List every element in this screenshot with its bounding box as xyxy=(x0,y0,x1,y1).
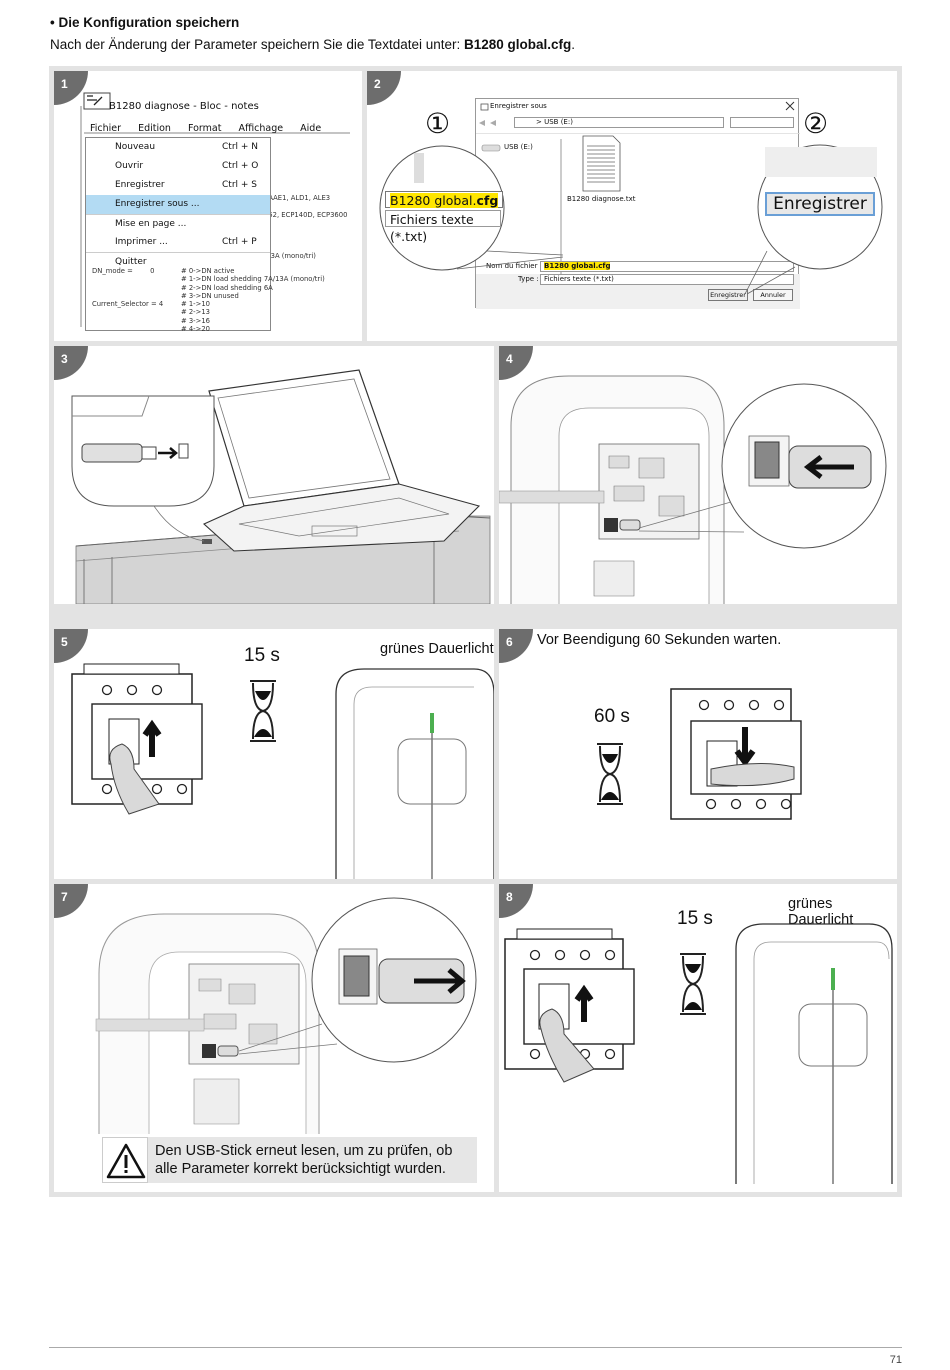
page-number: 71 xyxy=(889,1354,902,1366)
led-status-text: grünes Dauerlicht xyxy=(380,641,494,657)
zoom-save-button: Enregistrer xyxy=(765,192,875,216)
laptop-usb-illustration xyxy=(71,369,491,604)
wait-time: 60 s xyxy=(594,706,630,727)
wait-instruction: Vor Beendigung 60 Sekunden warten. xyxy=(537,632,782,648)
menu-item-quit[interactable]: Quitter xyxy=(86,252,270,271)
step-badge: 1 xyxy=(54,71,88,105)
footer-divider xyxy=(49,1347,902,1348)
intro-text: Nach der Änderung der Parameter speicher… xyxy=(50,37,576,52)
panel-3: 3 xyxy=(54,346,494,604)
panel-7: 7 Den USB-Stick erneut lesen, um zu prüf… xyxy=(54,884,494,1192)
search-box[interactable] xyxy=(730,117,794,128)
config-filename: B1280 global.cfg xyxy=(464,37,572,52)
save-as-dialog: Enregistrer sous > USB (E:) USB (E:) B12… xyxy=(475,98,800,309)
usb-remove-illustration xyxy=(95,897,477,1134)
menu-item-save-as[interactable]: Enregistrer sous ... xyxy=(86,195,270,214)
menu-item-page-setup[interactable]: Mise en page ... xyxy=(86,214,270,233)
panel-1: 1 B1280 diagnose - Bloc - notes Fichier … xyxy=(54,71,362,341)
filename-label: Nom du fichier : xyxy=(486,262,543,270)
panel-5: 5 15 s grünes Dauerlicht xyxy=(54,629,494,879)
notepad-frame xyxy=(80,92,350,327)
usb-insert-illustration xyxy=(499,375,887,604)
section-heading: • Die Konfiguration speichern xyxy=(50,15,240,30)
menu-edition[interactable]: Edition xyxy=(138,123,171,134)
instruction-grid: 1 B1280 diagnose - Bloc - notes Fichier … xyxy=(49,66,902,1197)
cancel-button[interactable]: Annuler xyxy=(753,289,793,301)
code-text-left: DN_mode = 0 Current_Selector = 4 xyxy=(92,267,164,309)
panel-4: 4 xyxy=(499,346,897,604)
warning-icon xyxy=(102,1137,148,1183)
zoom-callouts xyxy=(379,144,883,295)
breaker-on-illustration xyxy=(71,663,494,879)
code-text-middle: # 0->DN active # 1->DN load shedding 7A/… xyxy=(181,267,325,334)
file-item[interactable]: B1280 diagnose.txt xyxy=(567,195,636,203)
breaker-off-illustration xyxy=(597,688,802,820)
menu-fichier[interactable]: Fichier xyxy=(90,123,122,134)
wait-time: 15 s xyxy=(244,645,280,666)
breaker-on-illustration xyxy=(504,923,893,1184)
menu-item-print[interactable]: Imprimer ...Ctrl + P xyxy=(115,237,257,247)
warning-box: Den USB-Stick erneut lesen, um zu prüfen… xyxy=(102,1137,477,1183)
filename-input[interactable]: B1280 global.cfg xyxy=(540,261,794,272)
dialog-title: Enregistrer sous xyxy=(490,102,547,110)
wait-time: 15 s xyxy=(677,908,713,929)
code-text-right: , AAE1, ALD1, ALE3 252, ECP140D, ECP3600… xyxy=(264,194,348,261)
callout-number-1: ① xyxy=(425,108,451,139)
type-select[interactable]: Fichiers texte (*.txt) xyxy=(540,274,794,285)
zoom-type-field: Fichiers texte (*.txt) xyxy=(385,210,501,244)
panel-6: 6 Vor Beendigung 60 Sekunden warten. 60 … xyxy=(499,629,897,879)
path-bar[interactable]: > USB (E:) xyxy=(514,117,724,128)
window-title: B1280 diagnose - Bloc - notes xyxy=(109,101,259,112)
menu-format[interactable]: Format xyxy=(187,123,222,134)
type-label: Type : xyxy=(518,275,539,283)
panel-8: 8 15 s grünes Dauerlicht xyxy=(499,884,897,1192)
save-button[interactable]: Enregistrer xyxy=(708,289,748,301)
tree-item-usb[interactable]: USB (E:) xyxy=(504,143,533,151)
menu-aide[interactable]: Aide xyxy=(300,123,322,134)
menu-bar: Fichier Edition Format Affichage Aide xyxy=(90,123,335,134)
menu-affichage[interactable]: Affichage xyxy=(238,123,284,134)
callout-number-2: ② xyxy=(803,108,829,139)
zoom-filename-field: B1280 global.cfg xyxy=(385,191,503,208)
warning-text: Den USB-Stick erneut lesen, um zu prüfen… xyxy=(155,1143,453,1177)
panel-2: 2 Enregistrer sous > USB (E:) USB (E:) B… xyxy=(367,71,897,341)
